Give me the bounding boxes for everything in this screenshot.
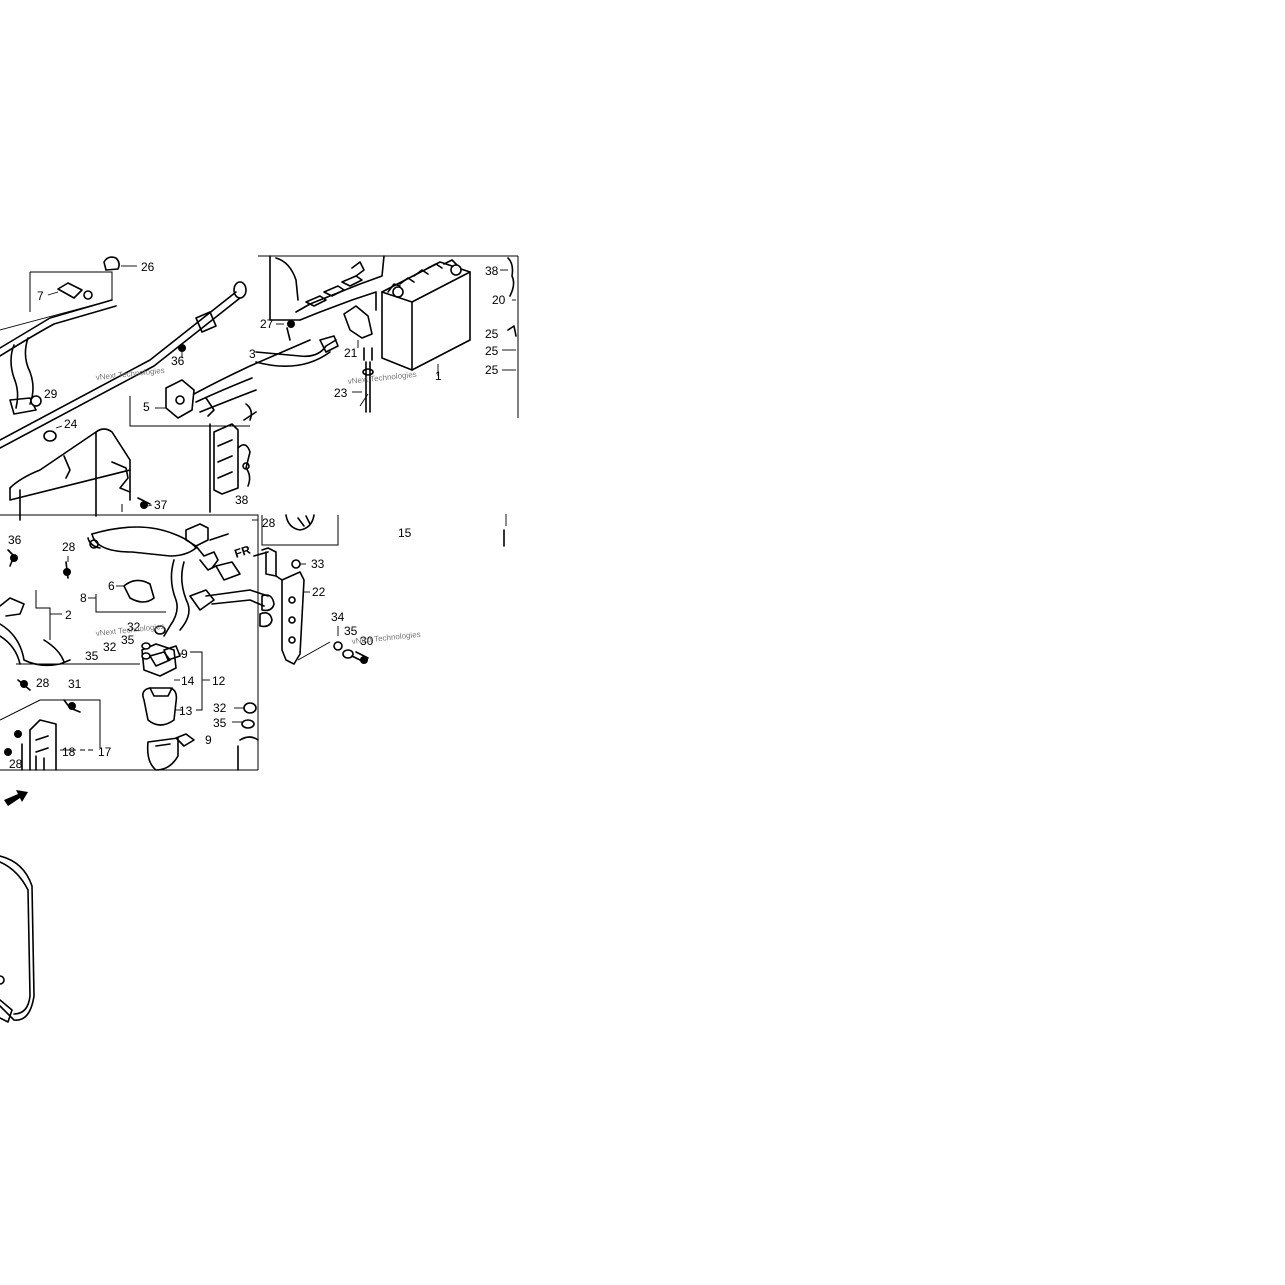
callout-25-a: 25 — [485, 327, 499, 341]
callout-8: 8 — [80, 591, 87, 605]
callout-35-a: 35 — [121, 633, 135, 647]
callout-28-bottom: 28 — [9, 757, 23, 771]
callout-12: 12 — [212, 674, 226, 688]
callout-34: 34 — [331, 610, 345, 624]
callout-38: 38 — [235, 493, 249, 507]
callout-38-right: 38 — [485, 264, 499, 278]
callout-28-lower: 28 — [62, 540, 76, 554]
callout-25-b: 25 — [485, 344, 499, 358]
callout-37: 37 — [154, 498, 168, 512]
callout-15: 15 — [398, 526, 412, 540]
callout-7: 7 — [37, 289, 44, 303]
callout-30: 30 — [360, 634, 374, 648]
callout-6: 6 — [108, 579, 115, 593]
callout-27: 27 — [260, 317, 274, 331]
watermark-text: vNext Technologies — [351, 630, 421, 646]
callout-9-lower: 9 — [205, 733, 212, 747]
callout-14: 14 — [181, 674, 195, 688]
callout-5: 5 — [143, 400, 150, 414]
callout-18: 18 — [62, 745, 76, 759]
upper-left-assembly — [0, 256, 311, 770]
callout-21: 21 — [344, 346, 358, 360]
callout-20: 20 — [492, 293, 506, 307]
callout-labels: 26 7 36 29 24 5 3 37 38 28 27 21 23 1 38… — [8, 260, 506, 771]
callout-23: 23 — [334, 386, 348, 400]
callout-35-right: 35 — [344, 624, 358, 638]
callout-3: 3 — [249, 347, 256, 361]
callout-17: 17 — [98, 745, 112, 759]
battery-assembly — [255, 255, 519, 418]
callout-26: 26 — [141, 260, 155, 274]
callout-35-c: 35 — [213, 716, 227, 730]
callout-1: 1 — [435, 369, 442, 383]
callout-28: 28 — [262, 516, 276, 530]
callout-22: 22 — [312, 585, 326, 599]
callout-32-c: 32 — [213, 701, 227, 715]
callout-25-c: 25 — [485, 363, 499, 377]
callout-31: 31 — [68, 677, 82, 691]
callout-13: 13 — [179, 704, 193, 718]
watermark-text: vNext Technologies — [347, 370, 417, 386]
callout-24: 24 — [64, 417, 78, 431]
direction-front-mark: FR — [233, 542, 253, 560]
callout-29: 29 — [44, 387, 58, 401]
relay-harness-assembly — [0, 514, 507, 771]
callout-33: 33 — [311, 557, 325, 571]
callout-28-mid: 28 — [36, 676, 50, 690]
callout-32-b: 32 — [103, 640, 117, 654]
callout-2: 2 — [65, 608, 72, 622]
callout-32-a: 32 — [127, 620, 141, 634]
callout-9: 9 — [181, 647, 188, 661]
lower-left-fragment — [0, 790, 35, 1023]
callout-35-b: 35 — [85, 649, 99, 663]
callout-36-lower: 36 — [8, 533, 22, 547]
callout-36: 36 — [171, 354, 185, 368]
